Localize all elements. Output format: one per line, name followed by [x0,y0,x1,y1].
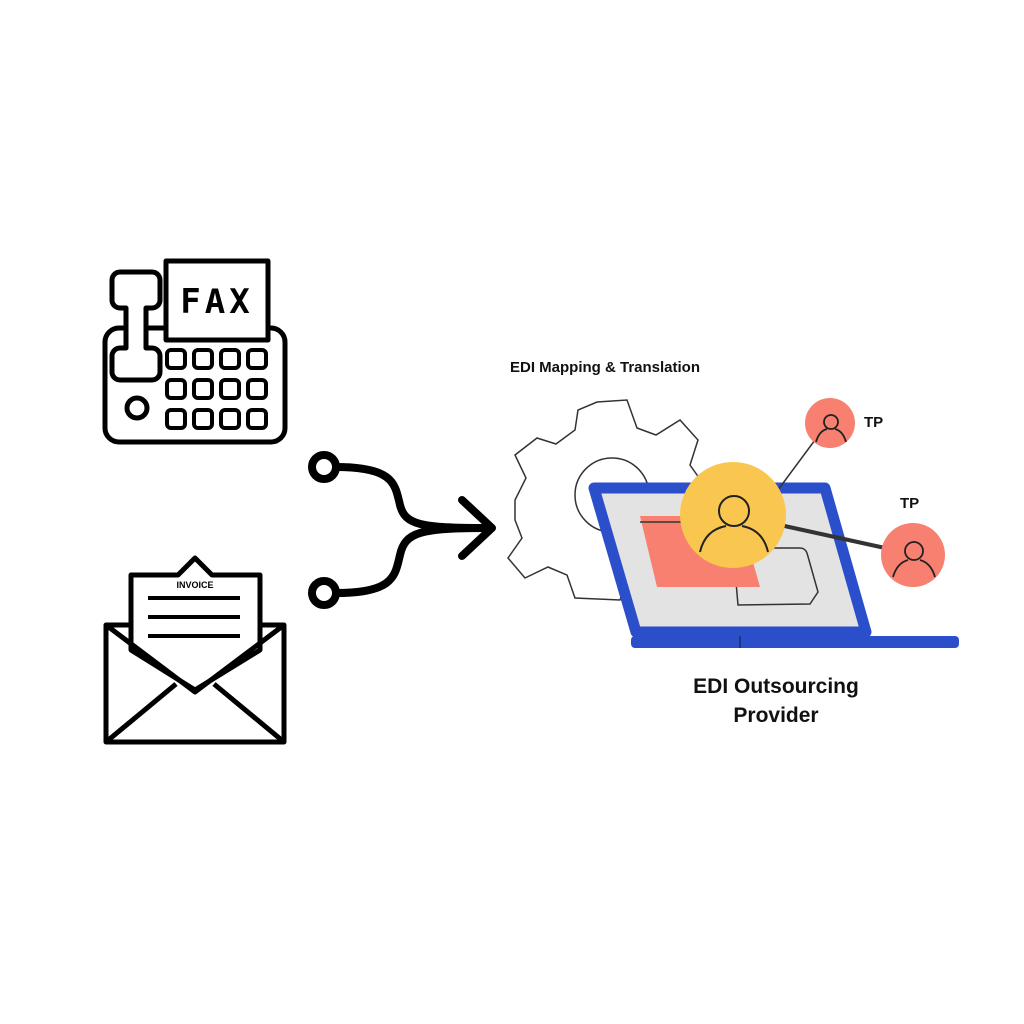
provider-title-line1: EDI Outsourcing [693,675,859,698]
partner-label: TP [864,414,883,431]
provider-user-icon [680,462,786,568]
provider-title-line2: Provider [733,704,818,727]
invoice-label: INVOICE [176,580,213,590]
fax-machine-icon [102,258,288,445]
envelope-invoice-icon [103,555,287,745]
trading-partner-icon [805,398,855,448]
trading-partner-icon [881,523,945,587]
connection-line [779,523,886,550]
merge-arrow-icon [308,451,496,609]
partner-label: TP [900,495,919,512]
fax-label: FAX [180,282,253,322]
gear-label: EDI Mapping & Translation [510,359,700,376]
